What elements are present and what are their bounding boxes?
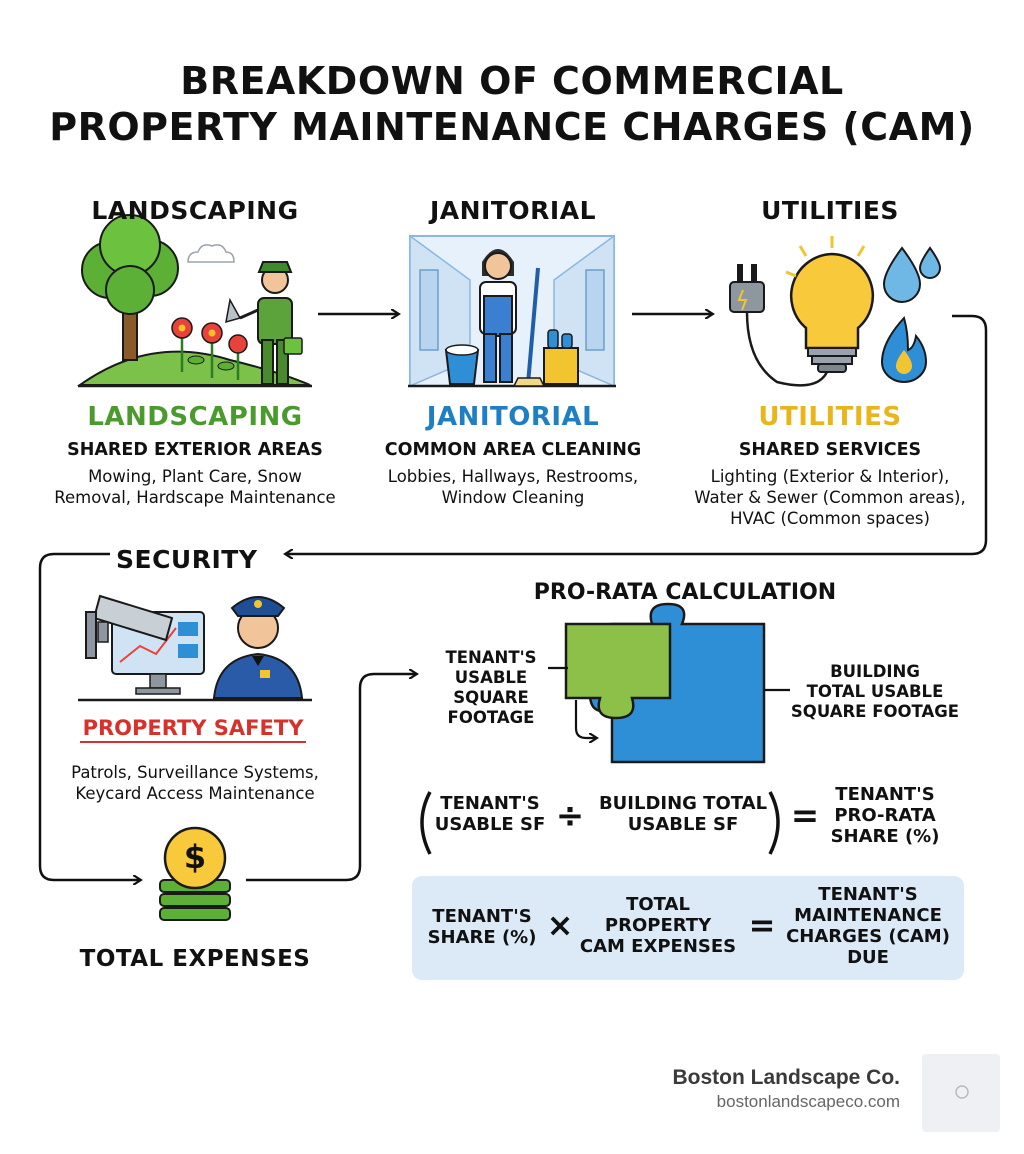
janitor-icon xyxy=(479,249,517,383)
total-expenses-label: TOTAL EXPENSES xyxy=(79,946,311,972)
utilities-category: UTILITIES xyxy=(758,402,902,432)
utilities-description: Lighting (Exterior & Interior), Water & … xyxy=(694,467,966,528)
landscaping-illustration xyxy=(76,214,312,388)
janitorial-subtitle: COMMON AREA CLEANING xyxy=(384,440,642,460)
dollar-sign: $ xyxy=(183,838,207,876)
coin-stack-icon xyxy=(159,826,231,921)
flame-icon xyxy=(880,316,928,383)
formula1-result: TENANT'S PRO-RATA SHARE (%) xyxy=(830,784,940,847)
janitorial-header: JANITORIAL xyxy=(429,196,596,225)
bucket-icon xyxy=(444,344,480,385)
utilities-header: UTILITIES xyxy=(761,196,899,225)
paren-left xyxy=(420,791,432,855)
cloud-icon xyxy=(187,244,235,263)
arrow-security-total xyxy=(38,552,140,880)
tree-icon xyxy=(81,214,179,361)
utilities-subtitle: SHARED SERVICES xyxy=(738,440,922,460)
utilities-illustration xyxy=(729,236,942,387)
security-camera-icon xyxy=(85,594,174,659)
landscaping-header: LANDSCAPING xyxy=(91,196,299,225)
janitorial-category: JANITORIAL xyxy=(426,402,600,432)
water-drop-icon xyxy=(882,246,942,303)
building-usable-sf-label: BUILDING TOTAL USABLE SQUARE FOOTAGE xyxy=(790,662,960,721)
formula2-total-cam-expenses: TOTAL PROPERTY CAM EXPENSES xyxy=(579,894,737,957)
arrow-total-prorata xyxy=(246,674,416,882)
janitorial-illustration xyxy=(408,234,616,388)
page-title: BREAKDOWN OF COMMERCIAL PROPERTY MAINTEN… xyxy=(49,59,975,149)
plug-icon xyxy=(729,264,829,387)
tenant-usable-sf-label: TENANT'S USABLE SQUARE FOOTAGE xyxy=(445,648,537,727)
arrow-utilities-security xyxy=(286,314,988,554)
multiply-operator: × xyxy=(546,906,574,944)
security-illustration xyxy=(78,594,312,702)
cam-formula-box xyxy=(412,876,964,980)
company-url[interactable]: bostonlandscapeco.com xyxy=(716,1092,900,1111)
paren-right xyxy=(768,791,780,855)
formula2-result: TENANT'S MAINTENANCE CHARGES (CAM) DUE xyxy=(786,884,950,968)
equals-operator-2: = xyxy=(748,906,776,944)
cleaning-cart-icon xyxy=(543,329,579,385)
divide-operator: ÷ xyxy=(555,796,585,836)
logo-box xyxy=(922,1054,1000,1132)
security-guard-icon xyxy=(212,596,304,699)
formula2-tenant-share: TENANT'S SHARE (%) xyxy=(427,906,537,948)
logo-icon xyxy=(955,1085,969,1099)
security-header: SECURITY xyxy=(116,545,258,574)
formula1-tenant-usable-sf: TENANT'S USABLE SF xyxy=(434,793,546,835)
landscaping-description: Mowing, Plant Care, Snow Removal, Hardsc… xyxy=(54,467,336,507)
landscaping-category: LANDSCAPING xyxy=(87,402,303,432)
gardener-icon xyxy=(225,261,303,385)
security-description: Patrols, Surveillance Systems, Keycard A… xyxy=(71,763,319,803)
flowers-icon xyxy=(171,317,248,380)
puzzle-green-piece xyxy=(564,622,672,720)
property-safety-label: PROPERTY SAFETY xyxy=(82,716,304,740)
company-name: Boston Landscape Co. xyxy=(672,1066,900,1089)
formula1-building-total-sf: BUILDING TOTAL USABLE SF xyxy=(598,793,768,835)
janitorial-description: Lobbies, Hallways, Restrooms, Window Cle… xyxy=(387,467,639,507)
landscaping-subtitle: SHARED EXTERIOR AREAS xyxy=(67,440,323,460)
lightbulb-icon xyxy=(785,236,875,373)
puzzle-icon xyxy=(548,602,790,764)
prorata-header: PRO-RATA CALCULATION xyxy=(533,580,837,605)
equals-operator-1: = xyxy=(790,796,820,836)
